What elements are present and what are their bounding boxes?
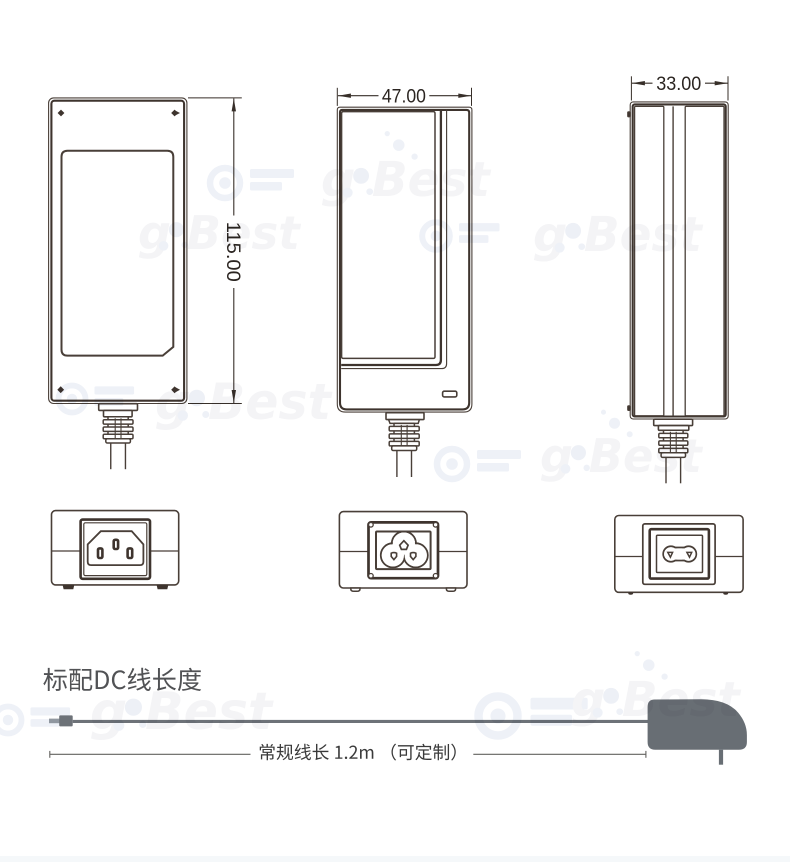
edge-panel-left	[633, 105, 665, 417]
footer-band	[0, 856, 790, 862]
dimension-width-edge: 33.00	[630, 74, 729, 101]
side-width-dimension-label: 47.00	[382, 86, 426, 107]
front-view	[48, 97, 188, 470]
svg-text:g: g	[90, 682, 127, 742]
height-dimension-label: 115.00	[222, 222, 243, 282]
dc-plug-barrel	[59, 715, 73, 727]
svg-text:Best: Best	[372, 152, 492, 208]
adapter-silhouette	[647, 699, 747, 750]
inlet-view-c14	[50, 509, 180, 590]
front-label-panel	[60, 149, 175, 357]
inlet-view-c8	[613, 514, 744, 595]
side-strain-relief	[385, 411, 425, 477]
svg-text:g: g	[533, 207, 567, 263]
watermark-brand: g Best	[90, 682, 274, 742]
watermark-brand: g Best	[155, 373, 333, 431]
watermark-brand: g Best	[533, 207, 704, 263]
svg-text:g: g	[138, 206, 171, 260]
watermark-brand: g Best	[138, 206, 302, 260]
svg-text:g: g	[321, 152, 355, 208]
watermark-brand: g Best	[571, 650, 742, 728]
svg-text:Best: Best	[622, 672, 742, 728]
watermark-brand: g Best	[540, 409, 704, 483]
edge-panel-right	[684, 105, 725, 417]
edge-view	[627, 101, 729, 484]
svg-text:g: g	[155, 373, 191, 431]
watermark-key-icon	[206, 164, 294, 202]
dc-cable-line	[72, 719, 648, 723]
inlet-view-c6	[338, 510, 468, 593]
led-window	[441, 390, 458, 398]
watermark-key-icon	[419, 219, 500, 253]
cable-length-title-glyphs	[43, 667, 202, 692]
edge-width-dimension-label: 33.00	[656, 74, 701, 95]
side-case-inner	[338, 108, 471, 411]
svg-text:g: g	[571, 672, 605, 728]
svg-text:Best: Best	[584, 207, 704, 263]
svg-text:g: g	[540, 429, 573, 483]
front-strain-relief	[97, 402, 139, 470]
edge-strain-relief	[652, 418, 694, 484]
watermark-key-icon	[0, 703, 71, 737]
cable-length-dimension	[49, 750, 647, 758]
svg-text:Best: Best	[187, 206, 302, 260]
watermark-key-icon	[433, 445, 521, 483]
svg-text:Best: Best	[208, 373, 333, 431]
watermark-key-icon	[474, 692, 588, 740]
cable-length-note-glyphs	[259, 743, 456, 761]
svg-text:Best: Best	[589, 429, 704, 483]
side-view	[336, 106, 473, 477]
watermark-brand: g Best	[321, 130, 492, 208]
watermark-key-icon	[55, 382, 135, 416]
adapter-pin	[718, 749, 724, 765]
dimension-width-side: 47.00	[336, 86, 472, 107]
svg-text:Best: Best	[145, 682, 274, 742]
